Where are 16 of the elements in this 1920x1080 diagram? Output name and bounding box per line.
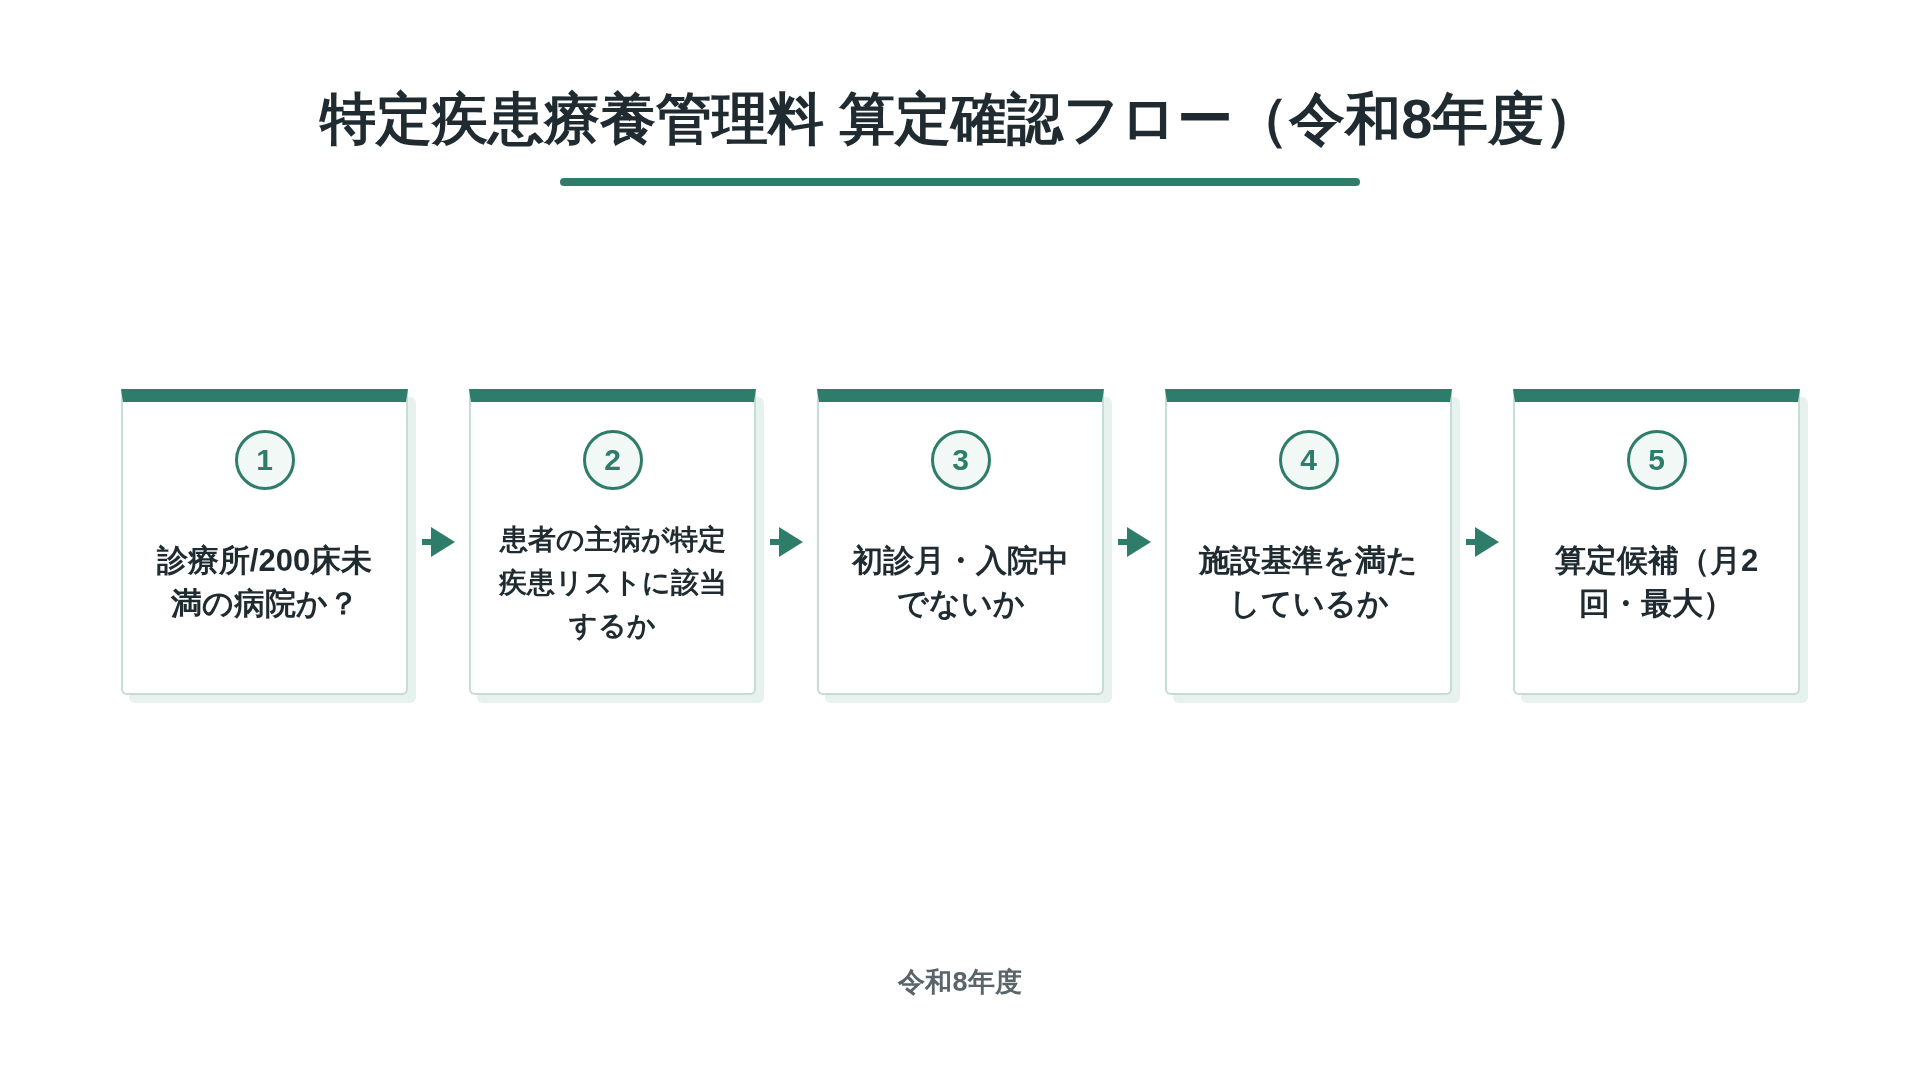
arrow: [1466, 527, 1499, 557]
step-card: [1513, 389, 1800, 695]
step-card: [817, 389, 1104, 695]
diagram-title: 特定疾患療養管理料 算定確認フロー（令和8年度）: [319, 86, 1601, 152]
arrow: [770, 527, 803, 557]
step-text: 初診月・入院中でないか: [850, 542, 1070, 623]
step-card: [1165, 389, 1452, 695]
arrow: [422, 527, 455, 557]
arrow: [1118, 527, 1151, 557]
caption: 令和8年度: [898, 966, 1022, 999]
step-text: 診療所/200床未満の病院か？: [155, 542, 374, 623]
step-text: 患者の主病が特定疾患リストに該当するか: [497, 522, 728, 643]
step-card: [469, 389, 756, 695]
step-text: 算定候補（月2回・最大）: [1553, 542, 1760, 623]
step-text: 施設基準を満たしているか: [1197, 542, 1419, 623]
step-card: [121, 389, 408, 695]
